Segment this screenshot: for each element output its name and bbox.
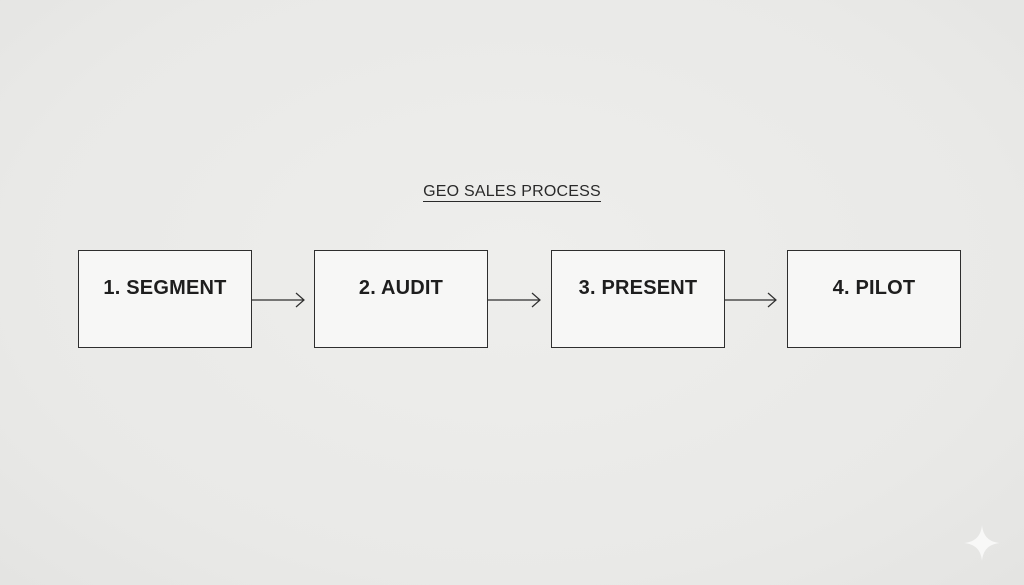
step-box-segment: 1. SEGMENT	[78, 250, 252, 348]
step-label-audit: 2. AUDIT	[358, 277, 444, 299]
step-label-pilot: 4. PILOT	[832, 277, 916, 299]
arrow-right-icon	[252, 292, 305, 308]
step-box-present: 3. PRESENT	[551, 250, 725, 348]
arrow-right-icon	[488, 292, 541, 308]
diagram-title: GEO SALES PROCESS	[0, 183, 1024, 202]
sparkle-icon	[964, 525, 1000, 561]
diagram-title-text: GEO SALES PROCESS	[423, 183, 601, 202]
step-label-segment: 1. SEGMENT	[103, 277, 227, 299]
step-box-pilot: 4. PILOT	[787, 250, 961, 348]
step-label-present: 3. PRESENT	[578, 277, 698, 299]
step-box-audit: 2. AUDIT	[314, 250, 488, 348]
arrow-right-icon	[724, 292, 777, 308]
